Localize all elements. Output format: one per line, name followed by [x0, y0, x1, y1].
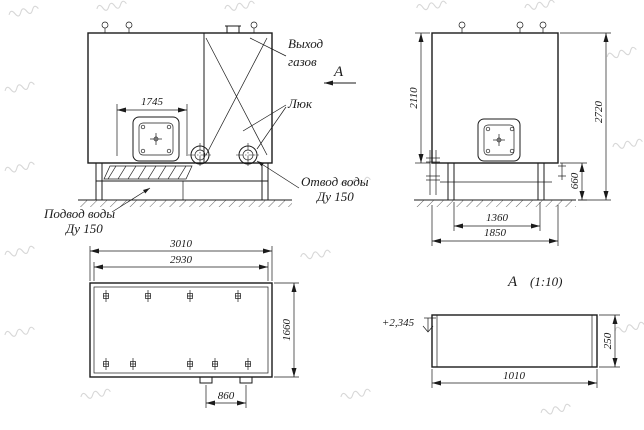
plan-body	[89, 282, 273, 378]
side-ground	[414, 199, 576, 207]
elevation-mark: +2,345	[382, 317, 436, 333]
side-pipe-left	[426, 150, 440, 195]
dim-1360: 1360	[453, 202, 541, 231]
dim-1745: 1745	[116, 96, 188, 156]
front-labels: Выход газов А Люк Отвод воды Ду 150 Подв…	[43, 36, 369, 236]
dim-2110-text: 2110	[408, 87, 420, 109]
dim-250: 250	[599, 314, 620, 368]
side-support	[440, 163, 552, 200]
dim-1850: 1850	[431, 205, 559, 246]
dim-2720: 2720	[560, 32, 611, 201]
water-inlet-label-line2: Ду 150	[64, 221, 103, 236]
hatch-label: Люк	[287, 96, 313, 111]
dim-2720-text: 2720	[593, 101, 605, 124]
side-hatch	[477, 118, 521, 162]
elevation-value: +2,345	[382, 317, 415, 329]
dim-660: 660	[560, 162, 587, 201]
section-view: А (1:10) +2,345 250 1010	[382, 274, 620, 388]
dim-1850-text: 1850	[484, 227, 507, 239]
dim-2110: 2110	[408, 32, 430, 164]
dim-860: 860	[205, 385, 247, 408]
dim-1010: 1010	[431, 369, 598, 388]
dim-1745-text: 1745	[141, 96, 164, 108]
gas-outlet-label-line1: Выход	[288, 36, 324, 51]
front-ground	[78, 199, 292, 207]
plan-view: 3010 2930 1660 860	[89, 238, 299, 408]
front-hatch	[132, 116, 180, 162]
section-title-scale: (1:10)	[530, 274, 563, 289]
dim-860-text: 860	[218, 390, 235, 402]
side-fitting-right	[558, 163, 566, 180]
dim-1660-text: 1660	[281, 319, 293, 342]
dim-2930: 2930	[93, 254, 269, 281]
plan-anchor-icons	[102, 289, 252, 371]
front-flanges	[188, 143, 260, 167]
dim-1360-text: 1360	[486, 212, 509, 224]
side-body	[431, 21, 559, 164]
section-title-letter: А	[507, 274, 518, 290]
dim-660-text: 660	[569, 172, 581, 189]
section-body	[431, 314, 598, 368]
front-support	[95, 163, 269, 200]
roof-fitting-icon	[101, 21, 258, 34]
front-view: 1745 Выход газов А Люк Отвод воды Ду 150…	[43, 21, 369, 236]
dim-2930-text: 2930	[170, 254, 193, 266]
water-outlet-label-line2: Ду 150	[315, 189, 354, 204]
plan-bottom-stubs	[199, 376, 253, 384]
front-body	[87, 21, 273, 164]
roof-fitting-icon	[458, 21, 547, 34]
side-view: 2110 2720 660 1360 1850	[408, 21, 611, 246]
water-outlet-label-line1: Отвод воды	[301, 174, 369, 189]
dim-3010-text: 3010	[169, 238, 193, 250]
gas-outlet-label-line2: газов	[288, 54, 317, 69]
dim-1660: 1660	[274, 282, 299, 378]
dim-250-text: 250	[602, 332, 614, 349]
dim-3010: 3010	[89, 238, 273, 281]
dim-1010-text: 1010	[503, 370, 526, 382]
water-inlet-label-line1: Подвод воды	[43, 206, 115, 221]
section-arrow-letter: А	[333, 64, 344, 80]
